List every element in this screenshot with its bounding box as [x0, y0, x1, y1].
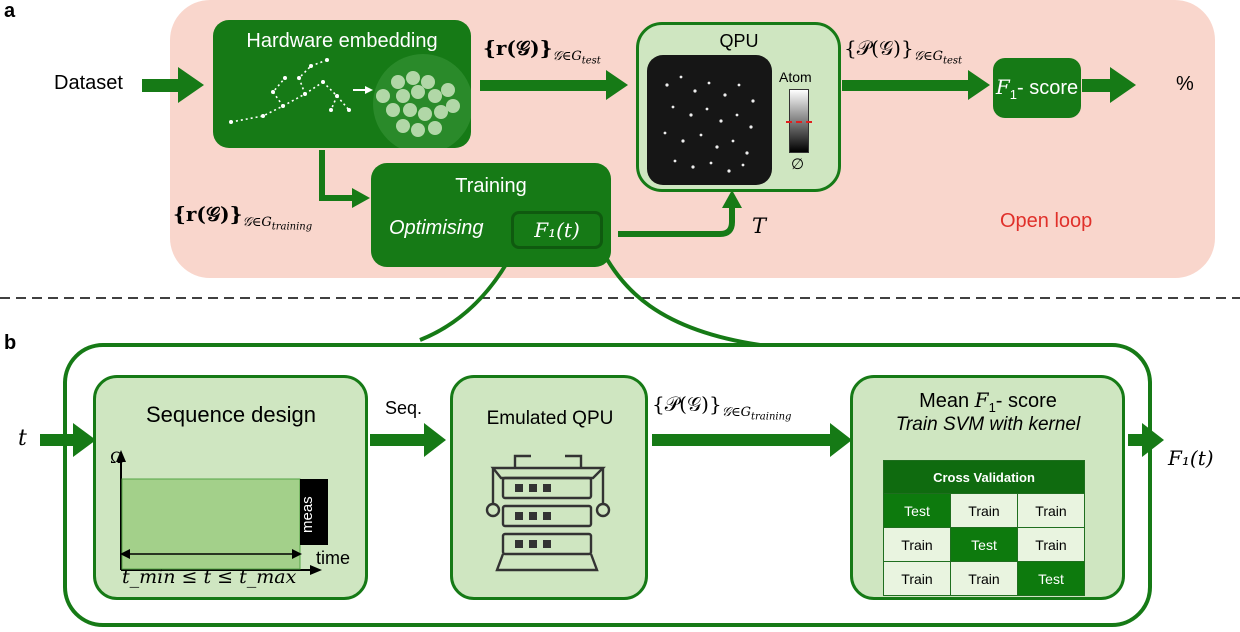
f1-score-box: F1- score — [993, 58, 1081, 118]
sequence-design-title: Sequence design — [145, 402, 317, 427]
cv-cell: Test — [1017, 561, 1085, 596]
arrow-qpu-to-f1 — [842, 70, 990, 100]
train-svm-label: Train SVM with kernel — [895, 414, 1081, 435]
sequence-design-box: Sequence design Ω meas time t_min ≤ t ≤ … — [93, 375, 368, 600]
cv-cell: Train — [883, 527, 951, 562]
panel-b-label: b — [4, 332, 17, 354]
qpu-fluorescence-image — [647, 55, 772, 185]
qpu-box: QPU Atom ∅ — [636, 22, 841, 192]
emulated-qpu-box: Emulated QPU — [450, 375, 648, 600]
hardware-embedding-title: Hardware embedding — [246, 30, 438, 52]
graph-to-register-illustration — [229, 54, 471, 148]
server-rack-icon — [485, 454, 611, 572]
cv-cell: Train — [950, 561, 1018, 596]
t-parameter-label: T — [752, 214, 767, 238]
arrow-embedding-to-qpu — [480, 70, 628, 100]
p-test-label: {𝒫(𝒢)}𝒢∈Gtest — [844, 36, 963, 67]
cv-title: Cross Validation — [883, 460, 1085, 494]
time-axis-label: time — [316, 548, 351, 568]
zoom-line-right — [596, 241, 761, 347]
training-title: Training — [455, 175, 527, 197]
t-input-label: t — [18, 426, 27, 451]
percent-output: % — [1176, 73, 1194, 95]
meas-label: meas — [299, 496, 316, 534]
arrow-t-in — [40, 423, 96, 457]
pulse-sequence-plot — [116, 450, 328, 575]
cv-cell: Test — [883, 493, 951, 528]
arrow-dataset-to-embedding — [142, 67, 204, 103]
training-box: Training Optimising F₁(t) — [371, 163, 611, 267]
colorbar — [786, 89, 812, 153]
optimising-label: Optimising — [389, 217, 484, 239]
cv-cell: Train — [1017, 493, 1085, 528]
p-training-label: {𝒫(𝒢)}𝒢∈Gtraining — [652, 392, 792, 423]
atom-label: Atom — [779, 69, 812, 85]
hardware-embedding-box: Hardware embedding — [213, 20, 471, 148]
threshold-line — [786, 121, 812, 123]
arrow-emulated-to-mean — [652, 423, 852, 457]
cv-cell: Train — [1017, 527, 1085, 562]
empty-symbol: ∅ — [791, 156, 805, 173]
arrow-embedding-to-training — [319, 150, 370, 208]
cv-cell: Train — [950, 493, 1018, 528]
arrow-f1-to-percent — [1082, 67, 1136, 103]
r-training-label: {r(𝒢)}𝒢∈Gtraining — [173, 202, 313, 233]
r-test-label: {r(𝒢)}𝒢∈Gtest — [483, 36, 601, 67]
open-loop-label: Open loop — [1000, 210, 1093, 232]
qpu-title: QPU — [719, 31, 759, 51]
mean-f1-title: Mean F1- score — [919, 388, 1057, 415]
arrow-training-to-qpu — [618, 190, 742, 237]
atom-spots — [663, 75, 755, 173]
cv-cell: Train — [883, 561, 951, 596]
seq-arrow-label: Seq. — [385, 398, 423, 418]
cross-validation-table: Cross Validation Test Train Train Train … — [883, 460, 1085, 596]
arrow-seq — [370, 423, 446, 457]
panel-a-label: a — [4, 0, 16, 22]
cv-cell: Test — [950, 527, 1018, 562]
emulated-qpu-title: Emulated QPU — [486, 408, 614, 429]
f1t-output-label: F₁(t) — [1168, 446, 1214, 470]
mean-f1-box: Mean F1- score Train SVM with kernel Cro… — [850, 375, 1125, 600]
dataset-label: Dataset — [54, 72, 123, 94]
t-range-label: t_min ≤ t ≤ t_max — [122, 566, 297, 588]
arrow-mean-to-f1-out — [1128, 423, 1164, 457]
panel-b-frame — [63, 343, 1152, 627]
f1t-highlight-box: F₁(t) — [511, 211, 603, 249]
